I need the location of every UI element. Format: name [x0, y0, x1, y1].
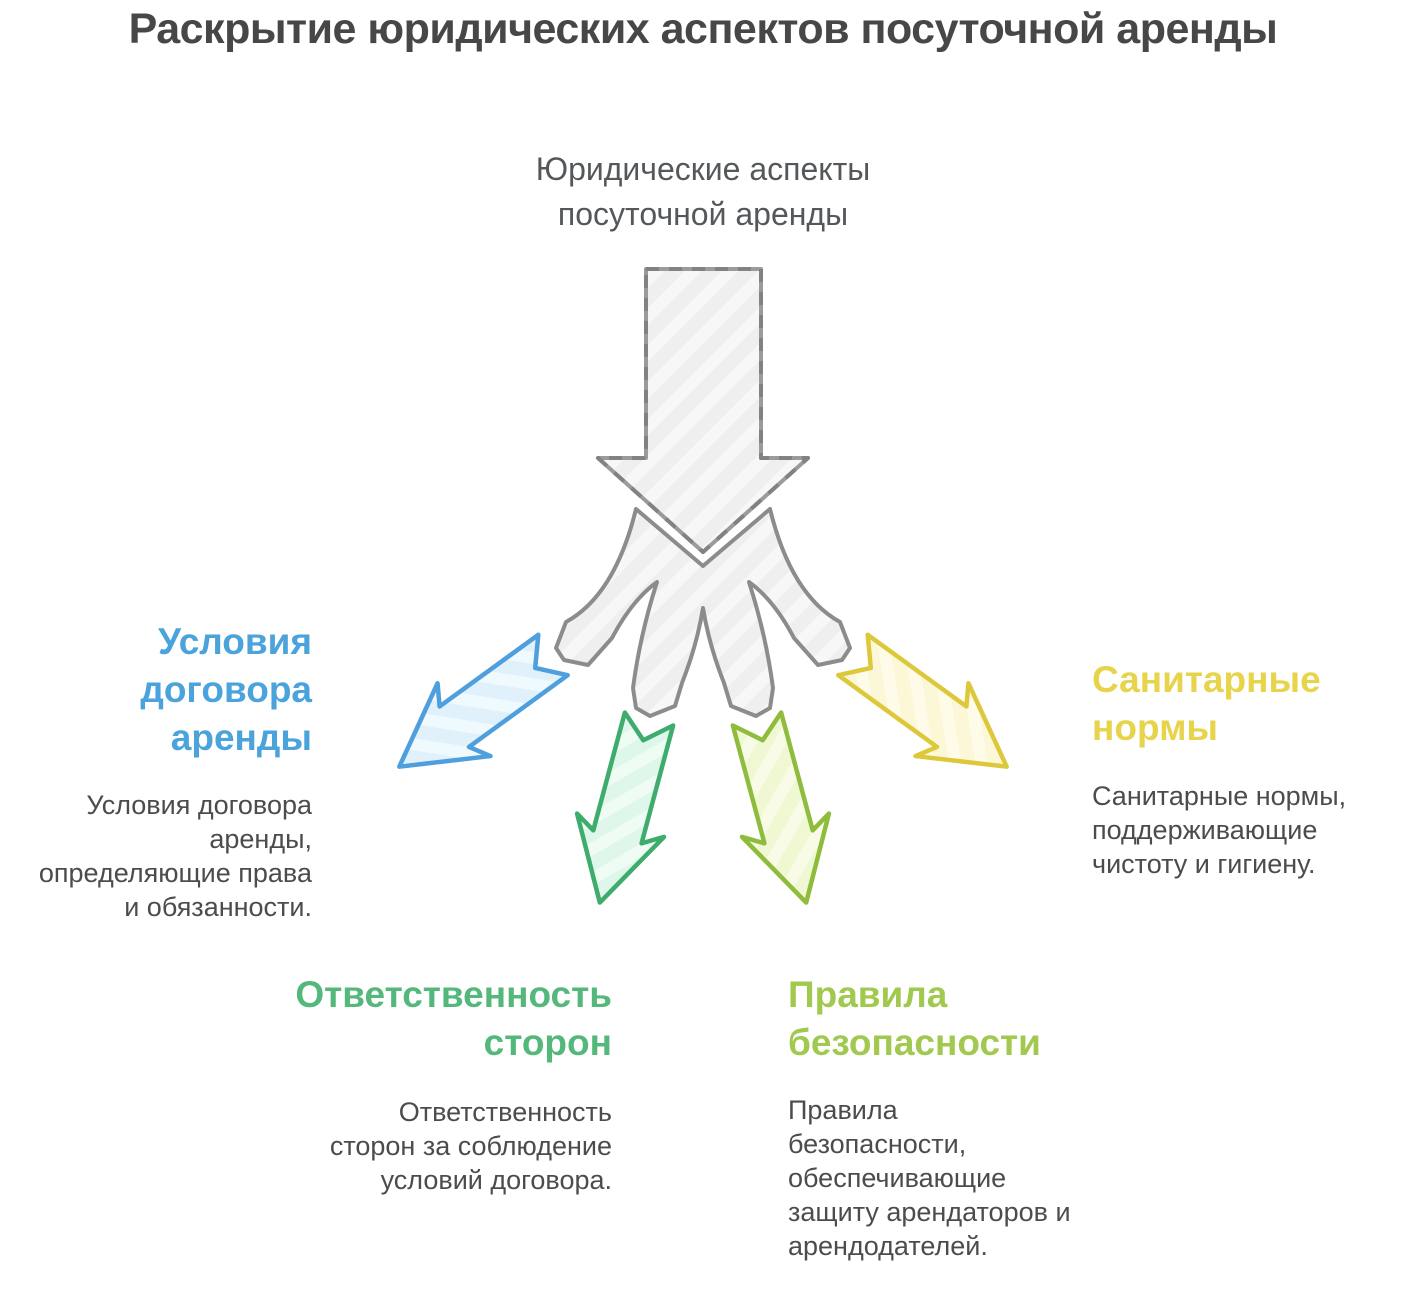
page-title: Раскрытие юридических аспектов посуточно…	[128, 5, 1278, 53]
arrow-sanitary-norms	[827, 619, 1034, 803]
main-down-arrow	[596, 267, 810, 554]
arrow-contract-terms	[373, 619, 580, 803]
arrow-liability	[556, 707, 692, 914]
splitter-hand-shape	[554, 507, 852, 718]
main-down-arrow-shape	[596, 267, 810, 554]
arrow-safety-rules	[714, 707, 850, 914]
main-down-arrow-dashed-outline	[596, 267, 810, 554]
